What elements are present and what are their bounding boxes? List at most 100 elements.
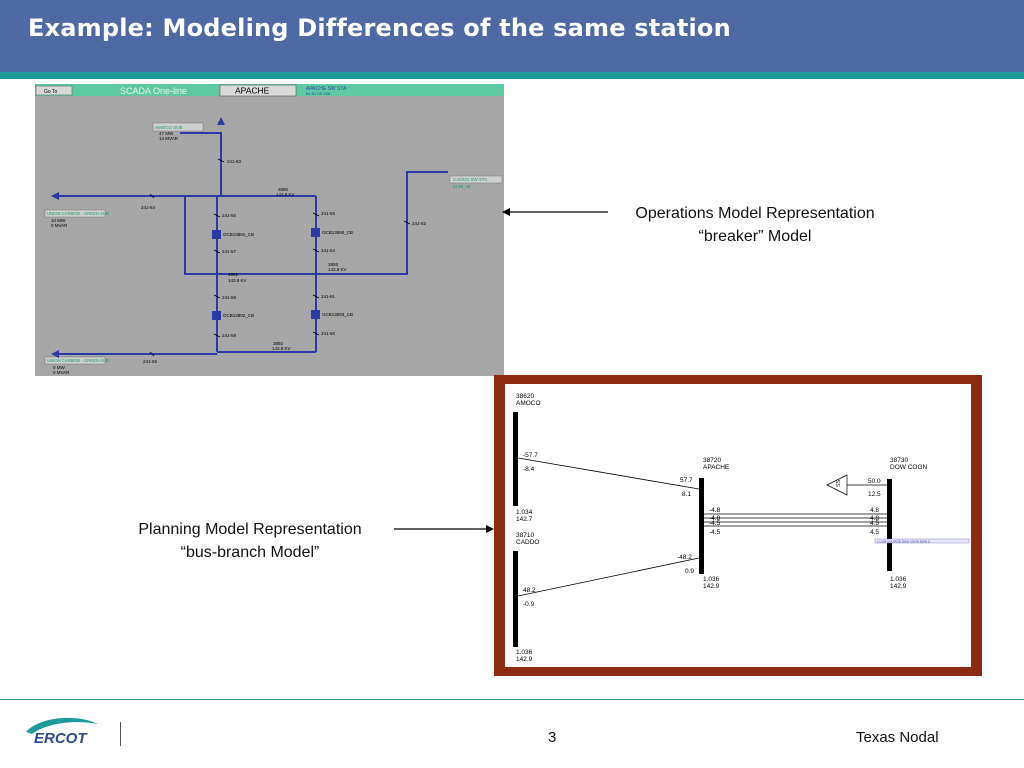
caddo-v2: 142.9 [516,656,533,663]
breaker-3890 [311,228,320,237]
branch-caddo-apache [517,557,700,597]
amoco-box-label: AMOCO SUB [155,125,183,130]
sw-241-63: 241-63 [227,159,242,164]
sw-241-60: 241-60 [321,331,336,336]
flow-amoco-q: -8.4 [523,466,535,473]
caddo-v1: 1.036 [516,649,533,656]
bus-3893-kv: 143.8 KV [328,267,347,272]
ercot-logo: ERCOT [26,717,98,747]
bus-3892: 3892 [273,341,284,346]
dow-note: 1 LOW VOLTAGE DOW COGN DOW 2 [877,540,930,544]
breaker-3892 [212,311,221,320]
sw-241-57: 241-57 [222,249,237,254]
planning-label-line2: “bus-branch Model” [180,544,320,561]
goto-button[interactable] [35,85,73,96]
dow-v1: 1.036 [890,576,907,583]
bus-3891: 3891 [228,272,239,277]
caddo-bus [513,551,518,647]
generator-symbol [826,474,848,496]
operations-arrow [502,208,608,216]
cb-3890: OCB13890_CB [322,230,353,235]
amoco-id: 38620 [516,393,534,400]
caddo-name: CADDO [516,539,539,546]
cb-3891: OCB13891_CB [223,232,254,237]
apache-name: APACHE [703,464,730,471]
dow-v2: 142.9 [890,583,907,590]
sw-241-62: 241-62 [412,221,427,226]
scada-switches [149,158,411,357]
flow-dow-r1: 4.8 [870,507,879,514]
flow-apache-p2: -48.2 [677,554,692,561]
flow-apache-q1: 8.1 [682,491,691,498]
apache-v2: 142.9 [703,583,720,590]
apache-bus [699,478,704,574]
caddo-id: 38710 [516,532,534,539]
cb-3893: OCB13893_CB [322,312,353,317]
bus-3890: 3890 [278,187,289,192]
union2-mw: 0 MW [53,365,66,370]
sw-241-65: 241-65 [143,359,158,364]
bus-3892-kv: 143.8 KV [272,346,291,351]
page-number: 3 [548,729,557,746]
scada-arrows [51,117,225,358]
caddo-box-label: CADDO SW STA [453,177,487,182]
sw-241-59: 241-59 [222,333,237,338]
apache-tab-label: APACHE [235,86,270,96]
dow-name: DOW COGN [890,464,927,471]
flow-apache-p1: 57.7 [680,477,693,484]
caddo-sub: 0138_48 [453,184,471,189]
cb-3892: OCB13892_CB [223,313,254,318]
footer-divider [120,722,121,746]
planning-diagram: SS 1 LOW VOLTAGE DOW COGN DOW 2 38620 AM… [513,393,970,663]
scada-lines [57,132,448,355]
operations-label-line1: Operations Model Representation [635,205,875,222]
title-bar: Example: Modeling Differences of the sam… [0,0,1024,72]
apache-id: 38720 [703,457,721,464]
gen-tag: SS [836,479,842,487]
union1-mvar: 0 MVAR [51,223,68,228]
apache-v1: 1.036 [703,576,720,583]
flow-apache-r3: -4.5 [709,520,721,527]
dow-bus [887,479,892,571]
amoco-bus [513,412,518,506]
union2-mvar: 0 MVAR [53,370,70,375]
amoco-box [152,122,204,132]
flow-apache-r4: -4.5 [709,529,721,536]
bus-3890-kv: 143.8 KV [276,192,295,197]
caddo-box [449,175,503,184]
apache-tab[interactable] [219,84,297,97]
sw-241-55: 241-55 [321,211,336,216]
union1-mw: 10 MW [51,218,66,223]
branch-amoco-apache [517,457,700,490]
scada-diagram: Go To SCADA One-line APACHE APACHE SW ST… [35,84,504,375]
flow-dow-r3: 4.5 [870,520,879,527]
planning-model-image: SS 1 LOW VOLTAGE DOW COGN DOW 2 38620 AM… [505,384,971,667]
flow-amoco-p: -57.7 [523,452,538,459]
dow-note-box [874,538,970,544]
union1-box-label: UNION CARBIDE - GREEN SUB [47,211,109,216]
sw-241-58: 241-58 [222,295,237,300]
planning-model-frame: SS 1 LOW VOLTAGE DOW COGN DOW 2 38620 AM… [494,375,982,676]
bus-3891-kv: 143.8 KV [228,278,247,283]
flow-dow-q: 12.5 [868,491,881,498]
flow-caddo-p: 48.2 [523,587,536,594]
flow-apache-r2: -4.8 [709,515,721,522]
amoco-v1: 1.034 [516,509,533,516]
dow-id: 38730 [890,457,908,464]
flow-apache-r1: -4.8 [709,507,721,514]
footer-rule [0,699,1024,700]
title-stripe [0,72,1024,79]
slide-title: Example: Modeling Differences of the sam… [28,14,731,42]
flow-dow-r2: 4.8 [870,515,879,522]
goto-label: Go To [44,89,57,95]
station-name: APACHE SW STA [306,86,347,92]
union2-box-label: UNION CARBIDE - GREEN SUB [47,358,109,363]
sw-241-64: 241-64 [141,205,156,210]
breaker-3891 [212,230,221,239]
sw-241-56: 241-56 [222,213,237,218]
amoco-mvar: 14 MVAR [159,136,179,141]
breaker-3893 [311,310,320,319]
planning-arrow [394,525,494,533]
flow-caddo-q: -0.9 [523,601,535,608]
planning-label-line1: Planning Model Representation [138,521,362,538]
